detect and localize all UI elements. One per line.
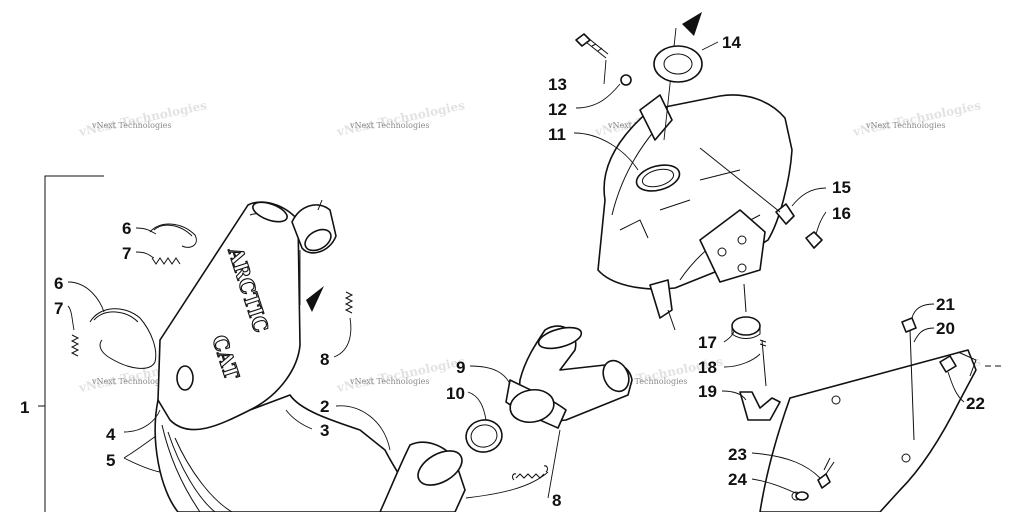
spring-left — [70, 334, 80, 357]
watermark: vNext Technologies — [865, 121, 945, 130]
watermark: vNext Technologies — [91, 377, 171, 386]
callout-3: 3 — [320, 421, 329, 440]
callout-24: 24 — [728, 470, 747, 489]
nut-22 — [939, 355, 957, 373]
callout-5: 5 — [106, 451, 115, 470]
callout-23: 23 — [728, 445, 747, 464]
callout-11: 11 — [548, 125, 566, 144]
callout-labels: 1 2 3 4 5 6 6 7 7 8 8 9 10 11 12 13 14 1… — [20, 33, 985, 510]
watermark-ghost: vNext Technologies — [335, 98, 467, 139]
callout-2: 2 — [320, 397, 329, 416]
callout-17: 17 — [698, 333, 717, 352]
watermark: vNext Technologies — [91, 121, 171, 130]
direction-arrow-right — [682, 12, 702, 36]
washer-24 — [795, 491, 809, 501]
leader-lines — [67, 41, 965, 499]
callout-8-upper: 8 — [320, 350, 329, 369]
washer-12 — [620, 74, 632, 86]
callout-15: 15 — [832, 178, 851, 197]
grommet-top — [653, 45, 703, 83]
bolt-21 — [901, 317, 917, 333]
callout-13: 13 — [548, 75, 567, 94]
callout-8-lower: 8 — [552, 491, 561, 510]
callout-19: 19 — [698, 382, 717, 401]
callout-22: 22 — [966, 394, 985, 413]
callout-6-lower: 6 — [54, 274, 63, 293]
bolt-13 — [575, 33, 609, 59]
callout-21: 21 — [936, 295, 955, 314]
brand-logo-mark — [176, 365, 194, 391]
spring-lower — [512, 465, 548, 481]
clamp-lower — [89, 308, 157, 369]
callout-7-upper: 7 — [122, 244, 131, 263]
callout-14: 14 — [722, 33, 741, 52]
callout-16: 16 — [832, 204, 851, 223]
grommet-17 — [731, 316, 761, 339]
spring-right — [344, 291, 354, 314]
watermark: vNext Technologies — [349, 377, 429, 386]
exhaust-manifold — [505, 325, 633, 429]
main-muffler: ARCTIC CAT — [154, 199, 421, 512]
direction-arrow-left — [306, 286, 324, 312]
watermark-ghost: vNext Technologies — [77, 98, 209, 139]
watermark: vNext Technologies — [607, 377, 687, 386]
callout-1: 1 — [20, 398, 29, 417]
header-pipe — [379, 441, 466, 512]
callout-10: 10 — [446, 384, 465, 403]
callout-18: 18 — [698, 358, 717, 377]
bushing-15 — [775, 203, 795, 225]
bolt-23 — [817, 473, 831, 489]
clamp-upper — [149, 223, 197, 248]
spring-upper — [151, 257, 181, 265]
callout-6-upper: 6 — [122, 219, 131, 238]
heat-shield — [759, 349, 977, 512]
watermark-ghost: vNext Technologies — [851, 98, 983, 139]
mount-bracket-19 — [739, 391, 781, 421]
callout-7-lower: 7 — [54, 299, 63, 318]
nut-16 — [805, 231, 823, 249]
stud-18 — [759, 339, 767, 387]
assembly-bracket — [38, 175, 104, 512]
silencer-canister — [597, 94, 793, 331]
callout-4: 4 — [106, 425, 116, 444]
callout-9: 9 — [456, 358, 465, 377]
callout-12: 12 — [548, 100, 567, 119]
gasket-ring — [465, 419, 503, 453]
watermark: vNext Technologies — [349, 121, 429, 130]
callout-20: 20 — [936, 319, 955, 338]
